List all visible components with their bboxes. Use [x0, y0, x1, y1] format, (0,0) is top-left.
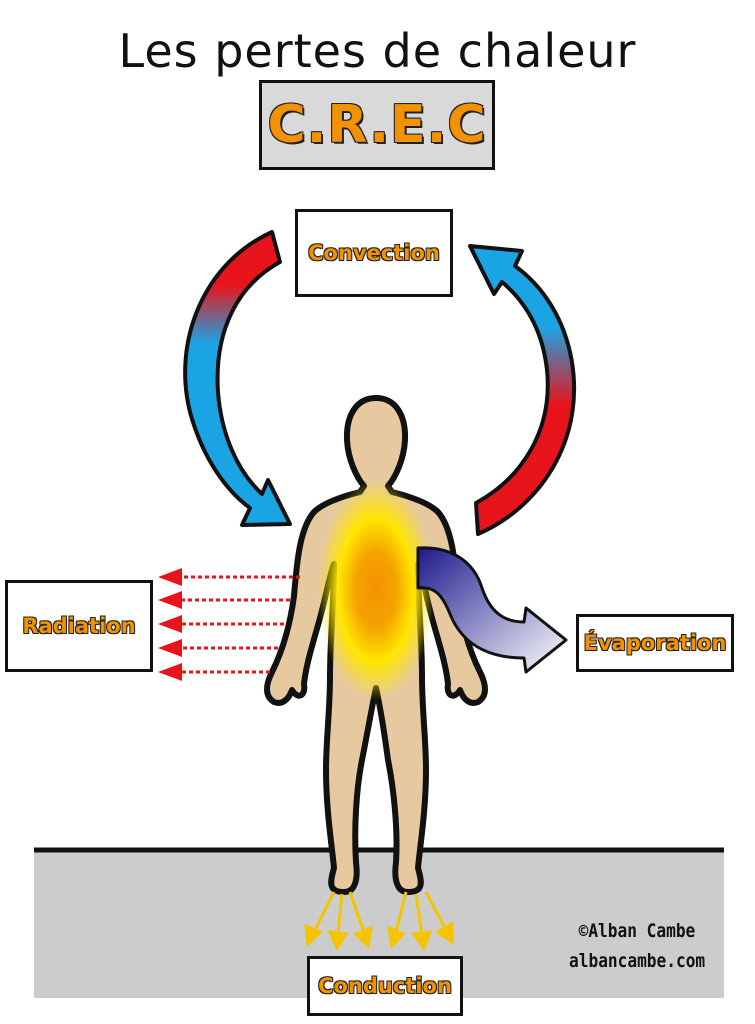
convection-arrow-right: [468, 244, 576, 536]
body-heat-core: [318, 480, 434, 700]
convection-arrow-left: [183, 230, 292, 527]
radiation-label-box: Radiation: [5, 580, 153, 672]
radiation-label: Radiation: [22, 614, 136, 638]
acronym-box: C.R.E.C: [259, 80, 495, 170]
conduction-label-box: Conduction: [307, 956, 463, 1016]
conduction-arrows: [304, 891, 454, 952]
evaporation-arrow: [416, 546, 568, 674]
page-title: Les pertes de chaleur: [118, 24, 637, 78]
acronym-text: C.R.E.C: [267, 95, 487, 155]
evaporation-label: Évaporation: [583, 631, 727, 655]
convection-label: Convection: [308, 241, 440, 265]
credit-website: albancambe.com: [568, 950, 705, 972]
evaporation-label-box: Évaporation: [576, 614, 734, 672]
radiation-arrows: [180, 575, 300, 674]
convection-label-box: Convection: [295, 209, 453, 297]
conduction-label: Conduction: [318, 974, 452, 998]
radiation-arrowheads: [158, 568, 182, 681]
credit-author: ©Alban Cambe: [578, 920, 695, 942]
